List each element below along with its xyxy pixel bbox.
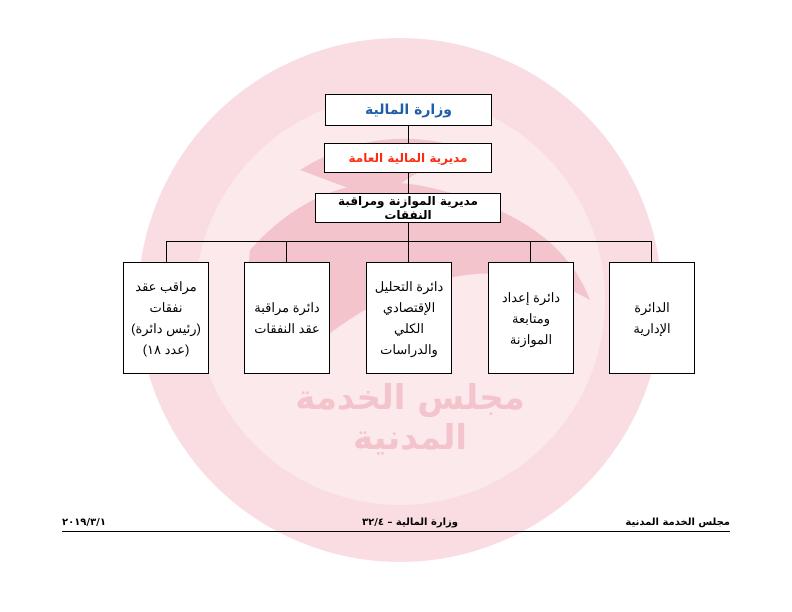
connector-top-second: [408, 126, 409, 143]
footer-page-ref: وزارة المالية – ٣٢/٤: [361, 517, 459, 528]
watermark-text: مجلس الخدمة المدنية: [295, 378, 525, 458]
connector-third-bus: [408, 223, 409, 241]
org-box-ministry: وزارة المالية: [325, 94, 492, 126]
unit-label: الدائرة الإدارية: [633, 300, 671, 336]
org-box-directorate-general: مديرية المالية العامة: [324, 143, 492, 173]
footer-date: ٢٠١٩/٣/١: [62, 517, 106, 528]
directorate-general-label: مديرية المالية العامة: [348, 151, 468, 165]
unit-label: مراقب عقد نفقات (رئيس دائرة) (عدد ١٨): [131, 279, 201, 357]
connector-bus: [166, 241, 652, 242]
org-box-admin-dept: الدائرة الإدارية: [609, 262, 695, 374]
org-box-expense-control-dept: دائرة مراقبة عقد النفقات: [244, 262, 330, 374]
unit-label: دائرة إعداد ومتابعة الموازنة: [501, 289, 561, 347]
org-box-budget-prep-dept: دائرة إعداد ومتابعة الموازنة: [488, 262, 574, 374]
budget-directorate-label: مديرية الموازنة ومراقبة النفقات: [338, 194, 478, 222]
connector-drop-2: [530, 241, 531, 262]
connector-drop-5: [166, 241, 167, 262]
unit-label: دائرة التحليل الإقتصادي الكلي والدراسات: [374, 279, 444, 357]
org-box-expense-controller: مراقب عقد نفقات (رئيس دائرة) (عدد ١٨): [123, 262, 209, 374]
org-box-budget-directorate: مديرية الموازنة ومراقبة النفقات: [315, 193, 501, 223]
connector-drop-1: [651, 241, 652, 262]
footer-divider: [62, 531, 730, 532]
connector-drop-3: [408, 241, 409, 262]
connector-drop-4: [286, 241, 287, 262]
unit-label: دائرة مراقبة عقد النفقات: [254, 300, 320, 336]
ministry-label: وزارة المالية: [365, 102, 452, 118]
footer-council-name: مجلس الخدمة المدنية: [625, 517, 730, 528]
org-box-analysis-dept: دائرة التحليل الإقتصادي الكلي والدراسات: [366, 262, 452, 374]
connector-second-third: [408, 173, 409, 193]
